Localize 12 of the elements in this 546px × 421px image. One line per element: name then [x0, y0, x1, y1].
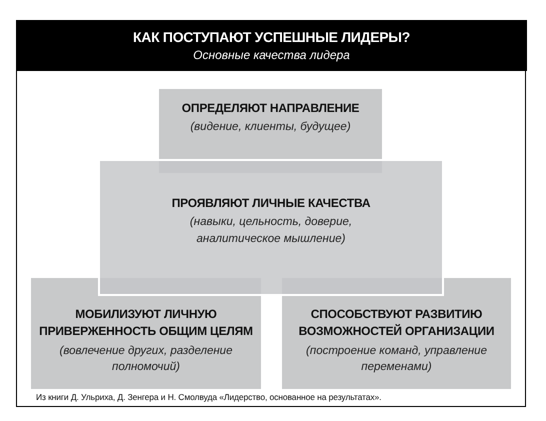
box-heading: ОПРЕДЕЛЯЮТ НАПРАВЛЕНИЕ [182, 100, 360, 117]
box-heading: МОБИЛИЗУЮТ ЛИЧНУЮ ПРИВЕРЖЕННОСТЬ ОБЩИМ ЦЕЛЯМ [38, 306, 254, 340]
source-note: Из книги Д. Ульриха, Д. Зенгера и Н. Смолвуда «Лидерство, основанное на результатах». [36, 392, 382, 402]
box-description: (вовлечение других, разделение полномочий) [58, 344, 234, 376]
title: КАК ПОСТУПАЮТ УСПЕШНЫЕ ЛИДЕРЫ? [133, 29, 410, 45]
box-description: (навыки, цельность, доверие, аналитическое мышление) [188, 215, 354, 248]
box-description: (видение, клиенты, будущее) [190, 120, 351, 136]
box-heading: ПРОЯВЛЯЮТ ЛИЧНЫЕ КАЧЕСТВА [172, 195, 370, 212]
box-description: (построение команд, управление переменами) [305, 344, 488, 376]
subtitle: Основные качества лидера [193, 48, 350, 62]
quality-box [98, 159, 444, 296]
box-heading: СПОСОБСТВУЮТ РАЗВИТИЮ ВОЗМОЖНОСТЕЙ ОРГАНИЗАЦИИ [298, 306, 496, 340]
